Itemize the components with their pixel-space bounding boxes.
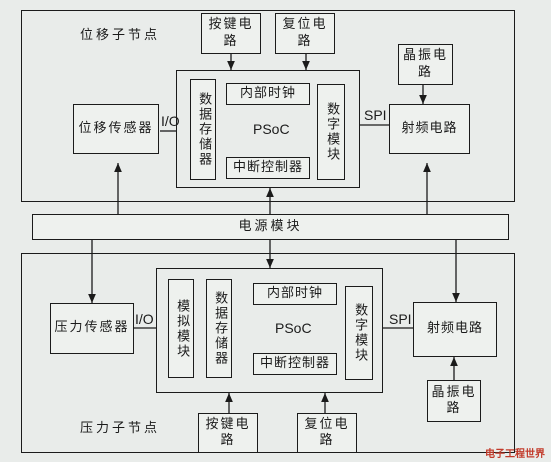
bottom-interrupt-controller: 中断控制器 bbox=[253, 353, 337, 375]
top-interrupt-controller: 中断控制器 bbox=[226, 157, 310, 179]
bottom-analog-module: 模拟模块 bbox=[168, 279, 194, 378]
site-watermark: 电子工程世界 bbox=[485, 449, 545, 460]
displacement-sensor: 位移传感器 bbox=[73, 104, 159, 154]
top-keys-circuit: 按键电路 bbox=[201, 13, 261, 54]
top-spi-label: SPI bbox=[364, 107, 387, 123]
bottom-psoc-label: PSoC bbox=[275, 320, 312, 336]
top-psoc-block: 数据存储器 内部时钟 PSoC 中断控制器 数字模块 bbox=[176, 70, 360, 188]
pressure-sensor: 压力传感器 bbox=[50, 303, 134, 354]
top-digital-module: 数字模块 bbox=[317, 84, 345, 180]
top-data-storage: 数据存储器 bbox=[190, 79, 216, 180]
power-module: 电源模块 bbox=[32, 214, 509, 240]
bottom-reset-circuit: 复位电路 bbox=[297, 413, 357, 453]
top-psoc-label: PSoC bbox=[253, 121, 290, 137]
pressure-node-title: 压力子节点 bbox=[80, 421, 161, 436]
bottom-internal-clock: 内部时钟 bbox=[253, 283, 337, 305]
bottom-data-storage: 数据存储器 bbox=[206, 279, 232, 378]
bottom-digital-module: 数字模块 bbox=[345, 286, 373, 380]
top-crystal-circuit: 晶振电路 bbox=[398, 44, 453, 85]
displacement-node-region bbox=[21, 10, 515, 202]
top-rf-circuit: 射频电路 bbox=[389, 104, 470, 154]
top-io-label: I/O bbox=[161, 113, 180, 129]
bottom-keys-circuit: 按键电路 bbox=[198, 413, 258, 453]
bottom-rf-circuit: 射频电路 bbox=[413, 302, 497, 357]
bottom-psoc-block: 模拟模块 数据存储器 内部时钟 PSoC 中断控制器 数字模块 bbox=[156, 268, 383, 393]
bottom-crystal-circuit: 晶振电路 bbox=[427, 380, 481, 422]
bottom-spi-label: SPI bbox=[389, 311, 412, 327]
pressure-node-region bbox=[21, 253, 515, 453]
displacement-node-title: 位移子节点 bbox=[80, 28, 161, 43]
top-internal-clock: 内部时钟 bbox=[226, 83, 310, 105]
bottom-io-label: I/O bbox=[135, 311, 154, 327]
top-reset-circuit: 复位电路 bbox=[275, 13, 335, 54]
